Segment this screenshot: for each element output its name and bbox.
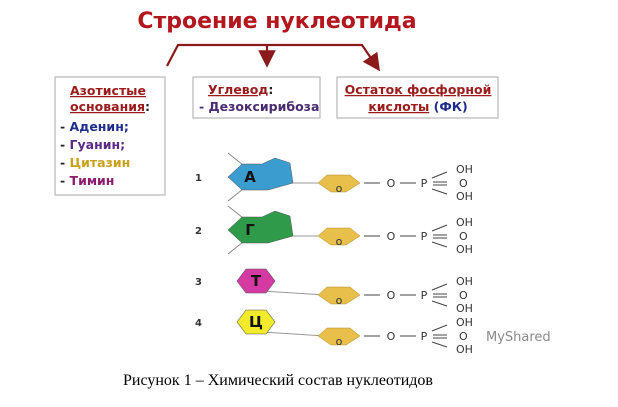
row-number: 2 (195, 226, 202, 237)
hydroxyl-top: OH (456, 275, 473, 288)
hydroxyl-bottom: OH (456, 190, 473, 203)
hydroxyl-top: OH (456, 316, 473, 329)
base-list-item: - Тимин (60, 173, 114, 188)
double-bond-oxygen: O (459, 230, 468, 243)
double-bond-oxygen: O (459, 289, 468, 302)
phosphate-heading-1: Остаток фосфорной (345, 82, 492, 97)
phosphorus-label: P (421, 177, 428, 190)
diagram-title: Строение нуклеотида (137, 9, 416, 34)
phosphate-suffix: (ФК) (429, 99, 467, 114)
double-bond-oxygen: O (459, 177, 468, 190)
figure-caption: Рисунок 1 – Химический состав нуклеотидо… (123, 372, 433, 389)
dash: - (60, 173, 70, 188)
oxygen-label: O (387, 330, 396, 343)
ring-oxygen: o (336, 335, 343, 348)
deoxyribose-shape (317, 286, 361, 305)
base-name: Гуанин; (70, 137, 126, 152)
deoxyribose-shape (317, 327, 361, 346)
pyrimidine-base-shape (236, 268, 276, 294)
box-nitrogen-bases: Азотистые основания: - Аденин;- Гуанин;-… (54, 76, 166, 196)
ring-oxygen: o (336, 294, 343, 307)
ring-oxygen: o (336, 235, 343, 248)
hydroxyl-top: OH (456, 163, 473, 176)
base-name: Тимин (70, 173, 115, 188)
branch-arrows (166, 43, 380, 72)
double-bond-oxygen: O (459, 330, 468, 343)
phosphorus-label: P (421, 330, 428, 343)
box-sugar: Углевод: - Дезоксирибоза (192, 76, 321, 119)
phosphorus-label: P (421, 289, 428, 302)
base-list-item: - Аденин; (60, 119, 129, 134)
base-name: Цитазин (70, 155, 131, 170)
phosphorus-label: P (421, 230, 428, 243)
purine-base-shape (227, 157, 294, 191)
colon: : (145, 99, 150, 114)
watermark: MyShared (486, 330, 551, 345)
hydroxyl-bottom: OH (456, 243, 473, 256)
purine-base-shape (227, 210, 294, 244)
oxygen-label: O (387, 230, 396, 243)
deoxyribose-shape (317, 174, 361, 193)
bases-heading-2: основания (70, 99, 145, 114)
base-name: Аденин; (70, 119, 129, 134)
row-number: 3 (195, 277, 202, 288)
pyrimidine-base-shape (236, 309, 276, 335)
bases-heading-1: Азотистые (70, 83, 146, 98)
base-letter: Г (245, 221, 255, 239)
deoxyribose-shape (317, 227, 361, 246)
svg-text:основания:: основания: (70, 99, 150, 114)
base-letter: А (244, 168, 256, 186)
base-letter: Ц (249, 313, 263, 331)
colon: : (268, 82, 273, 97)
dash: - (60, 119, 70, 134)
base-list-item: - Цитазин (60, 155, 130, 170)
hydroxyl-top: OH (456, 216, 473, 229)
phosphate-heading-2: кислоты (368, 99, 429, 114)
row-number: 4 (195, 318, 202, 329)
svg-text:кислоты (ФК): кислоты (ФК) (368, 99, 467, 114)
box-phosphate: Остаток фосфорной кислоты (ФК) (336, 76, 499, 119)
sugar-heading: Углевод (208, 82, 268, 97)
dash: - (60, 137, 70, 152)
sugar-item: - Дезоксирибоза (199, 99, 319, 114)
row-number: 1 (195, 173, 202, 184)
dash: - (60, 155, 70, 170)
oxygen-label: O (387, 289, 396, 302)
oxygen-label: O (387, 177, 396, 190)
hydroxyl-bottom: OH (456, 343, 473, 356)
svg-text:Углевод:: Углевод: (208, 82, 273, 97)
base-list-item: - Гуанин; (60, 137, 125, 152)
hydroxyl-bottom: OH (456, 302, 473, 315)
ring-oxygen: o (336, 182, 343, 195)
base-letter: Т (251, 272, 262, 290)
